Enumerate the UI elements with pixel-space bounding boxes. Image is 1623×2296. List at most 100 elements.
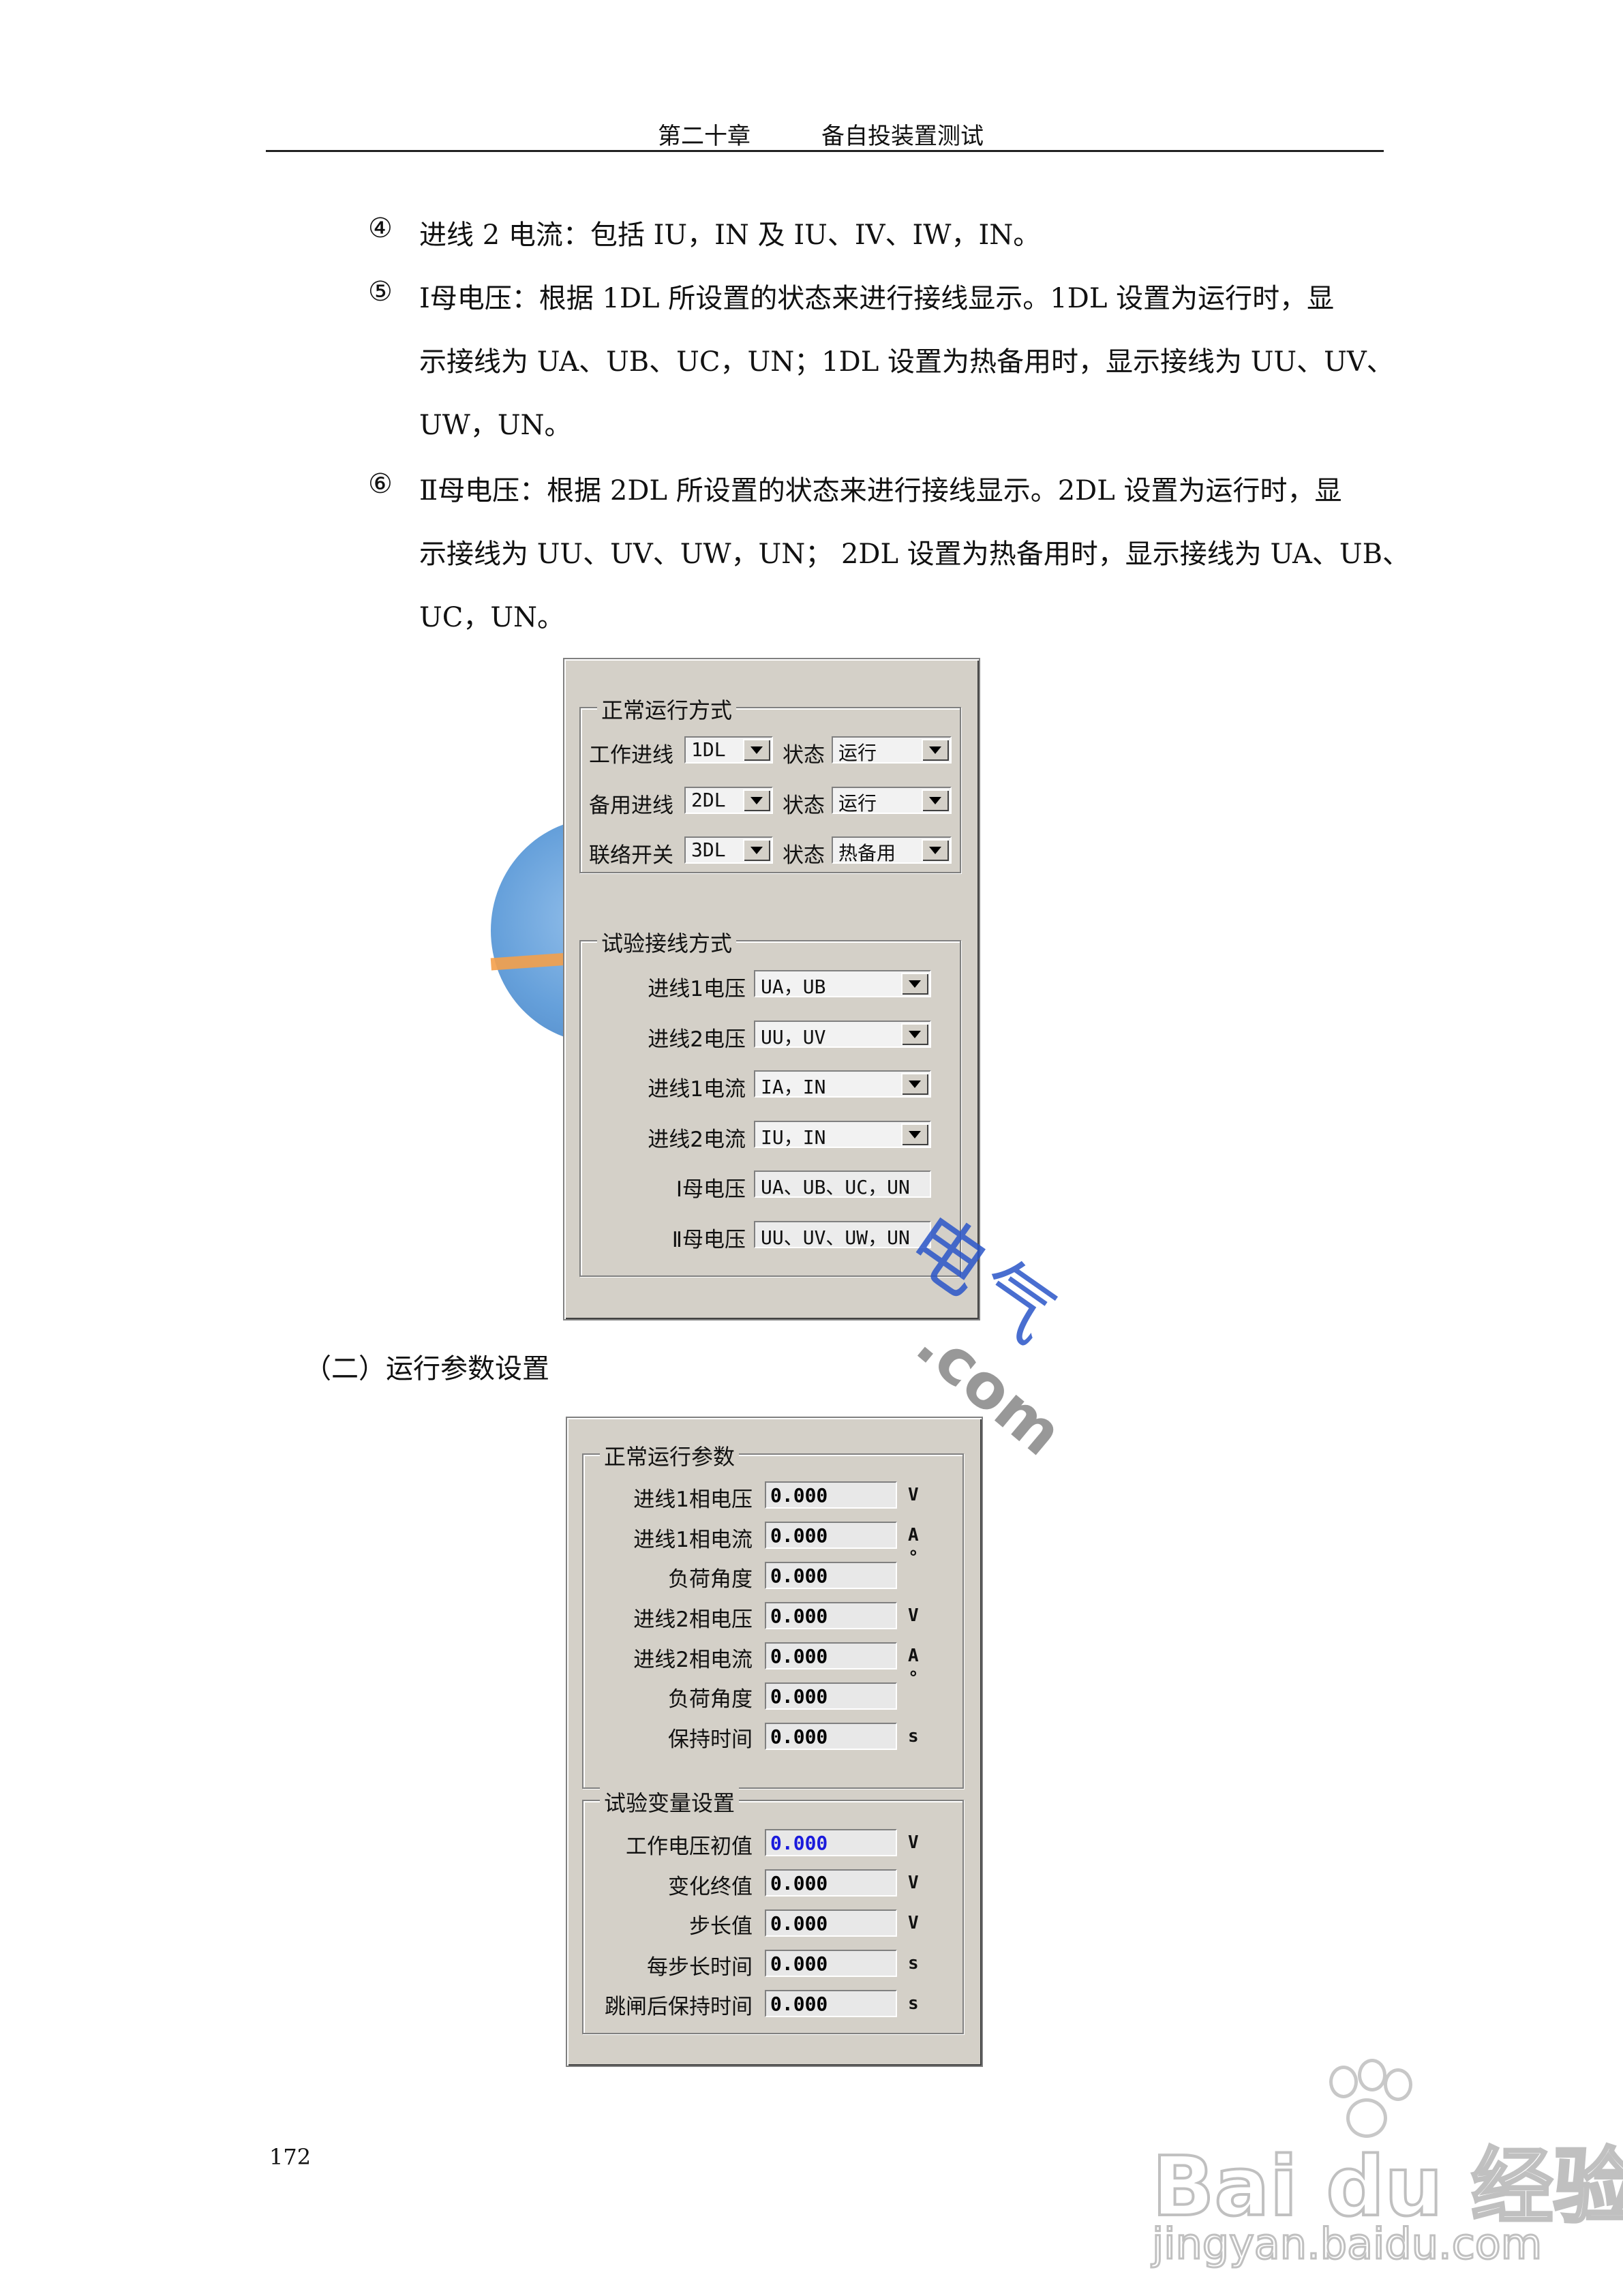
group-title: 正常运行参数 [600, 1440, 740, 1471]
work-line-select[interactable]: 1DL [684, 736, 773, 764]
group-title: 正常运行方式 [597, 693, 737, 725]
field-value: 0.000 [770, 1605, 828, 1627]
standby-line-select[interactable]: 2DL [684, 787, 773, 814]
unit-label: V [908, 1485, 919, 1505]
baidu-url-text: jingyan.baidu.com [1151, 2218, 1543, 2270]
param-label: 步长值 [689, 1914, 753, 1939]
line1-current-select[interactable]: IA，IN [754, 1070, 931, 1098]
line1-phase-voltage-input[interactable]: 0.000 [765, 1481, 897, 1509]
chevron-down-icon[interactable] [901, 1073, 928, 1095]
tie-switch-label: 联络开关 [589, 843, 673, 868]
unit-label: A [908, 1525, 919, 1545]
select-value: IA，IN [761, 1076, 826, 1098]
line1-voltage-select[interactable]: UA，UB [754, 970, 931, 998]
select-value: 1DL [691, 738, 726, 761]
standby-line-state-select[interactable]: 运行 [832, 787, 952, 815]
field-value: 0.000 [770, 1872, 828, 1894]
field-value: 0.000 [770, 1524, 828, 1547]
select-value: UA，UB [761, 976, 826, 998]
chevron-down-icon[interactable] [901, 1123, 928, 1145]
page-header: 第二十章 备自投装置测试 [266, 117, 1384, 150]
paragraph-line: 示接线为 UA、UB、UC，UN；1DL 设置为热备用时，显示接线为 UU、UV… [419, 346, 1394, 378]
line2-phase-current-input[interactable]: 0.000 [765, 1642, 897, 1670]
param-label: 保持时间 [668, 1727, 753, 1752]
chevron-down-icon[interactable] [743, 739, 770, 761]
chevron-down-icon[interactable] [901, 1023, 928, 1045]
tie-switch-select[interactable]: 3DL [684, 836, 773, 864]
unit-label: s [908, 1993, 919, 2014]
state-label: 状态 [783, 743, 825, 768]
normal-params-group: 正常运行参数 [582, 1440, 964, 1789]
chevron-down-icon[interactable] [922, 839, 949, 861]
post-trip-hold-time-input[interactable]: 0.000 [765, 1990, 897, 2017]
line1-voltage-label: 进线1电压 [648, 977, 746, 1001]
chevron-down-icon[interactable] [743, 839, 770, 861]
chevron-down-icon[interactable] [922, 789, 949, 811]
paragraph-line: Ⅰ母电压：根据 1DL 所设置的状态来进行接线显示。1DL 设置为运行时，显 [419, 283, 1335, 314]
field-value: 0.000 [770, 1993, 828, 2015]
baidu-watermark: Bai du 经验 jingyan.baidu.com [1151, 2059, 1623, 2270]
select-value: 热备用 [838, 842, 896, 864]
baidu-brand-text: Bai du 经验 [1151, 2139, 1623, 2236]
unit-label: ° [908, 1547, 919, 1568]
select-value: 2DL [691, 789, 726, 811]
field-value: 0.000 [770, 1725, 828, 1748]
field-value: 0.000 [770, 1832, 828, 1854]
field-value: 0.000 [770, 1952, 828, 1975]
paragraph-4: ④ 进线 2 电流：包括 IU，IN 及 IU、IV、IW，IN。 [368, 213, 1391, 254]
select-value: UU，UV [761, 1026, 826, 1048]
select-value: 运行 [838, 742, 877, 764]
tie-switch-state-select[interactable]: 热备用 [832, 836, 952, 864]
chevron-down-icon[interactable] [743, 789, 770, 811]
paragraph-line: UC，UN。 [419, 602, 565, 633]
paragraph-number: ⑤ [368, 276, 393, 307]
page-number: 172 [269, 2144, 312, 2170]
wiring-settings-panel: 正常运行方式 工作进线 1DL 状态 运行 备用进线 2DL 状态 运行 联络开… [563, 658, 980, 1320]
chapter-label: 第二十章 [658, 123, 750, 150]
parameter-settings-panel: 正常运行参数 进线1相电压 0.000 V 进线1相电流 0.000 A 负荷角… [566, 1417, 983, 2067]
line1-current-label: 进线1电流 [648, 1077, 746, 1102]
line2-voltage-label: 进线2电压 [648, 1027, 746, 1052]
header-rule [266, 150, 1384, 152]
work-line-label: 工作进线 [589, 743, 673, 768]
line2-current-label: 进线2电流 [648, 1128, 746, 1152]
line2-phase-voltage-input[interactable]: 0.000 [765, 1602, 897, 1629]
paragraph-number: ④ [368, 213, 393, 244]
paw-icon [1316, 2059, 1412, 2141]
paragraph-6: ⑥ Ⅱ母电压：根据 2DL 所设置的状态来进行接线显示。2DL 设置为运行时，显… [368, 468, 1410, 646]
line1-phase-current-input[interactable]: 0.000 [765, 1522, 897, 1549]
param-label: 负荷角度 [668, 1687, 753, 1712]
step-time-input[interactable]: 0.000 [765, 1950, 897, 1977]
paragraph-line: 进线 2 电流：包括 IU，IN 及 IU、IV、IW，IN。 [419, 220, 1041, 251]
field-value: 0.000 [770, 1645, 828, 1667]
group-title: 试验接线方式 [597, 926, 737, 958]
final-value-input[interactable]: 0.000 [765, 1869, 897, 1897]
initial-voltage-input[interactable]: 0.000 [765, 1829, 897, 1856]
param-label: 工作电压初值 [626, 1834, 753, 1859]
field-value: 0.000 [770, 1484, 828, 1507]
hold-time-input[interactable]: 0.000 [765, 1723, 897, 1750]
paragraph-line: Ⅱ母电压：根据 2DL 所设置的状态来进行接线显示。2DL 设置为运行时，显 [419, 475, 1342, 507]
load-angle-2-input[interactable]: 0.000 [765, 1682, 897, 1710]
line2-current-select[interactable]: IU，IN [754, 1121, 931, 1149]
chevron-down-icon[interactable] [922, 739, 949, 761]
step-value-input[interactable]: 0.000 [765, 1909, 897, 1937]
work-line-state-select[interactable]: 运行 [832, 736, 952, 764]
test-wiring-group: 试验接线方式 [579, 926, 961, 1277]
chevron-down-icon[interactable] [901, 973, 928, 995]
state-label: 状态 [783, 843, 825, 868]
param-label: 进线1相电流 [633, 1528, 753, 1552]
standby-line-label: 备用进线 [589, 794, 673, 818]
unit-label: V [908, 1913, 919, 1933]
group-title: 试验变量设置 [600, 1786, 740, 1817]
unit-label: s [908, 1726, 919, 1747]
bus1-voltage-display: UA、UB、UC，UN [754, 1170, 931, 1198]
chapter-title: 备自投装置测试 [821, 123, 984, 150]
param-label: 跳闸后保持时间 [605, 1995, 753, 2019]
load-angle-1-input[interactable]: 0.000 [765, 1562, 897, 1589]
param-label: 进线2相电流 [633, 1648, 753, 1672]
line2-voltage-select[interactable]: UU，UV [754, 1021, 931, 1048]
select-value: 运行 [838, 792, 877, 815]
field-value: 0.000 [770, 1685, 828, 1708]
paragraph-line: UW，UN。 [419, 410, 572, 441]
